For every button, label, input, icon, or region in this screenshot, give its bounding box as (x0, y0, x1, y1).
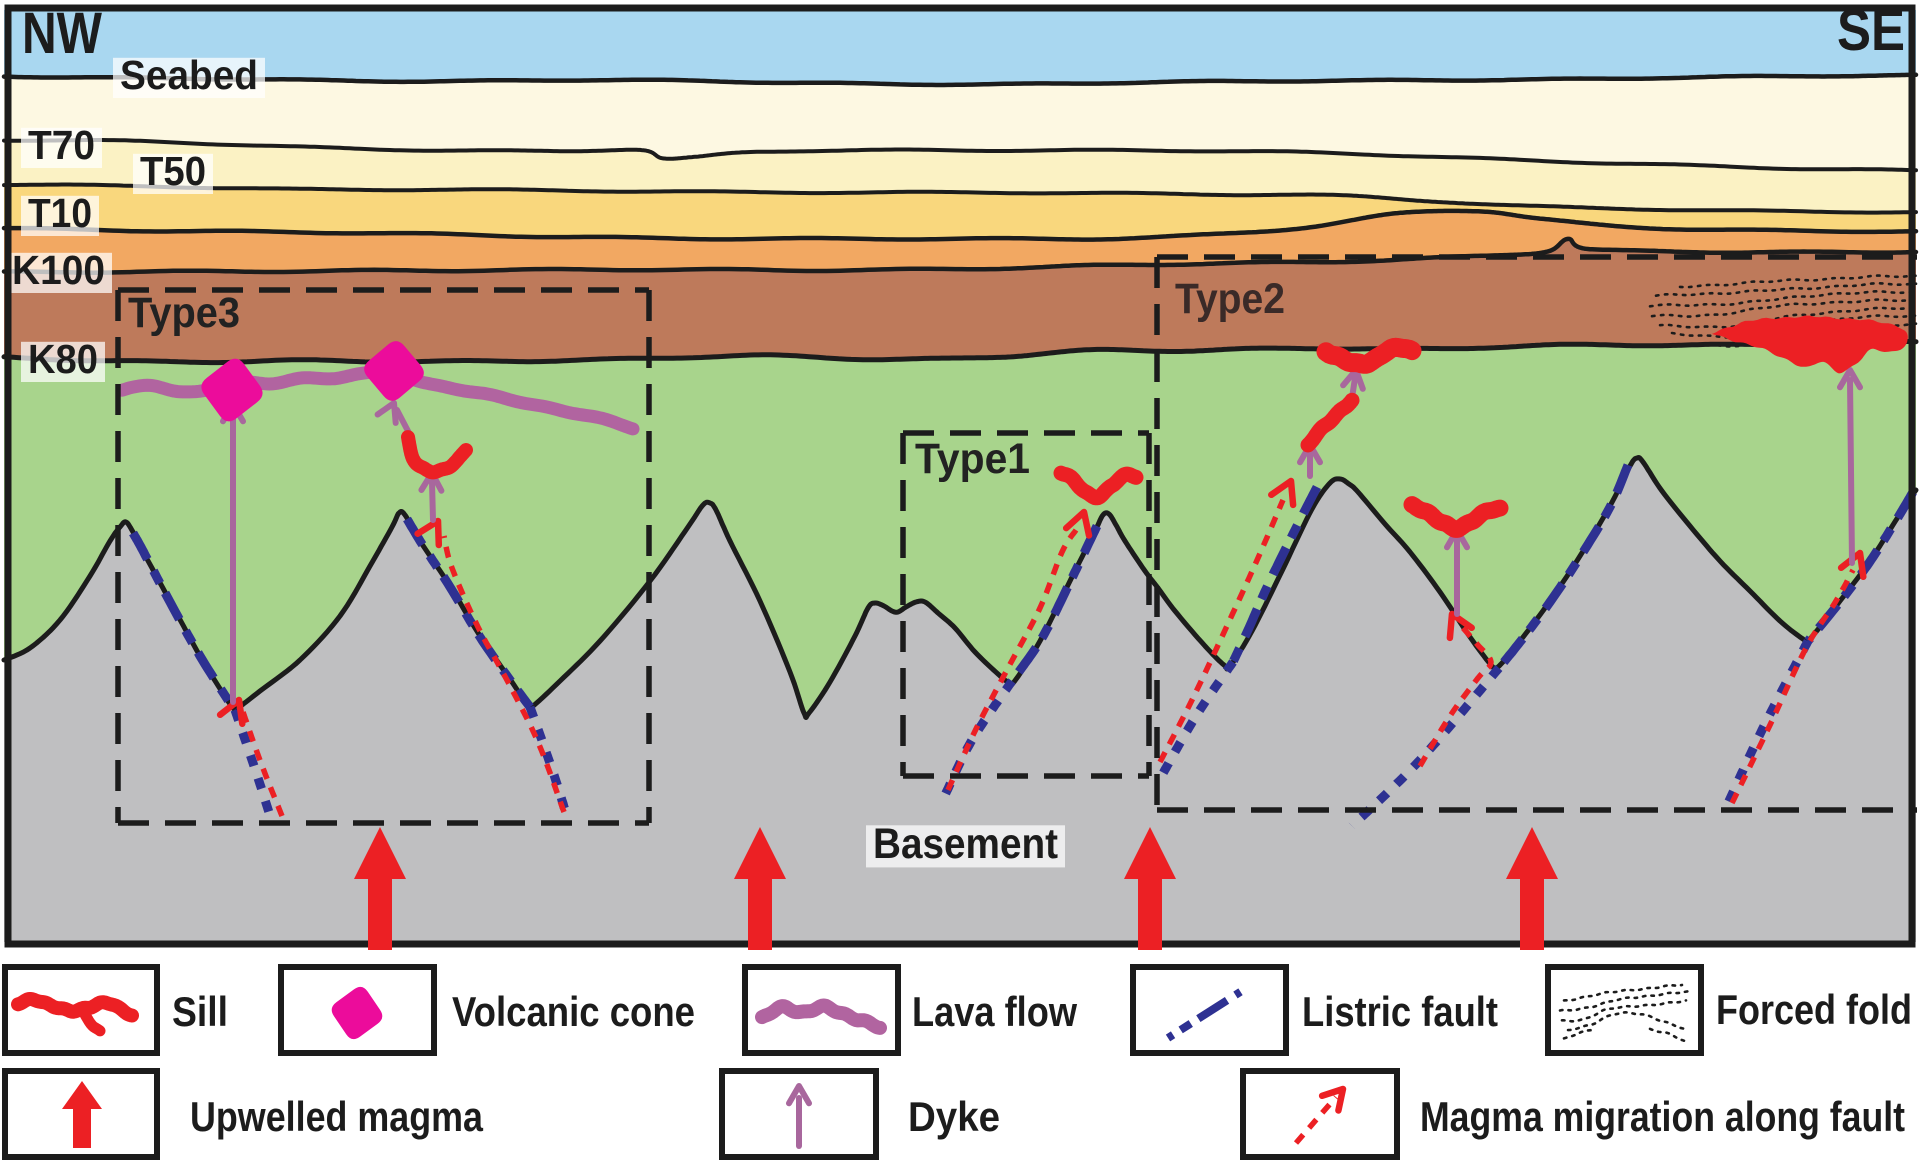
svg-text:Type3: Type3 (128, 289, 240, 337)
svg-text:Sill: Sill (172, 988, 228, 1035)
svg-text:Forced fold: Forced fold (1716, 986, 1912, 1033)
svg-text:Magma migration along fault: Magma migration along fault (1420, 1093, 1905, 1140)
svg-text:Type1: Type1 (915, 435, 1030, 483)
svg-text:Dyke: Dyke (908, 1093, 1000, 1140)
svg-text:K80: K80 (28, 336, 98, 382)
svg-text:Seabed: Seabed (120, 52, 258, 98)
svg-text:T50: T50 (140, 148, 206, 194)
svg-text:K100: K100 (12, 247, 105, 293)
svg-text:Type2: Type2 (1175, 275, 1285, 323)
svg-text:T70: T70 (28, 122, 95, 168)
svg-text:Upwelled magma: Upwelled magma (190, 1093, 484, 1140)
svg-text:Basement: Basement (873, 820, 1058, 868)
svg-text:Listric fault: Listric fault (1302, 988, 1498, 1035)
svg-text:Volcanic cone: Volcanic cone (452, 988, 695, 1035)
svg-text:NW: NW (22, 1, 102, 66)
svg-text:Lava flow: Lava flow (912, 988, 1077, 1035)
svg-text:T10: T10 (28, 190, 92, 236)
